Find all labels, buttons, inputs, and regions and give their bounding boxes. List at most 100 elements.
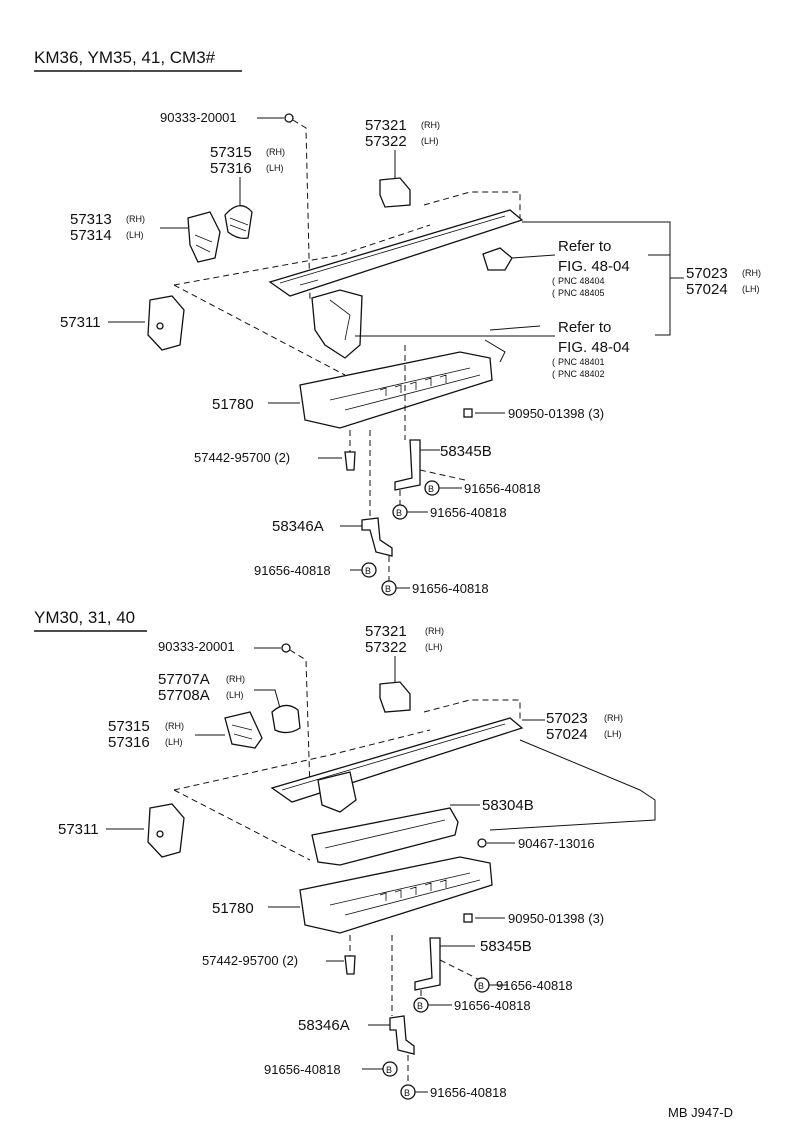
svg-text:(: ( <box>552 288 555 298</box>
section-1-title: KM36, YM35, 41, CM3# <box>34 48 216 67</box>
svg-text:(LH): (LH) <box>226 690 244 700</box>
pad-57707a-shape <box>271 704 301 734</box>
label-57322: 57322 <box>365 639 407 656</box>
svg-text:(RH): (RH) <box>126 214 145 224</box>
svg-text:B: B <box>417 1001 423 1011</box>
svg-text:(LH): (LH) <box>742 284 760 294</box>
label-57024: 57024 <box>686 281 728 298</box>
svg-text:(RH): (RH) <box>742 268 761 278</box>
label-57313: 57313 <box>70 211 112 228</box>
svg-text:B: B <box>386 1065 392 1075</box>
bracket-57321-shape <box>379 681 411 713</box>
svg-text:(RH): (RH) <box>604 713 623 723</box>
bracket-57321-shape <box>379 177 411 208</box>
bracket-57313-shape <box>187 211 221 263</box>
svg-text:(LH): (LH) <box>126 230 144 240</box>
nut-90950-shape <box>463 408 473 418</box>
refer-a-text: Refer to <box>558 238 611 255</box>
clip-90333-shape <box>284 113 294 123</box>
svg-text:(RH): (RH) <box>226 674 245 684</box>
bracket-58346a-shape <box>389 1015 415 1055</box>
label-57023: 57023 <box>546 710 588 727</box>
upright-panel-shape <box>311 289 363 359</box>
label-91656-d: 91656-40818 <box>430 1085 507 1100</box>
svg-text:(: ( <box>552 369 555 379</box>
label-57024: 57024 <box>546 726 588 743</box>
label-90467: 90467-13016 <box>518 836 595 851</box>
svg-text:B: B <box>428 484 434 494</box>
bracket-58345b-shape <box>394 439 421 491</box>
step-51780-shape <box>299 351 493 429</box>
label-57311: 57311 <box>60 314 101 331</box>
svg-text:(RH): (RH) <box>421 120 440 130</box>
svg-text:(LH): (LH) <box>604 729 622 739</box>
refer-a-fig: FIG. 48-04 <box>558 258 630 275</box>
label-91656-d: 91656-40818 <box>412 581 489 596</box>
label-58346a: 58346A <box>298 1017 350 1034</box>
label-91656-b: 91656-40818 <box>430 505 507 520</box>
clip-90333-shape <box>281 643 291 653</box>
svg-text:(LH): (LH) <box>266 163 284 173</box>
refer-a-pnc-2: PNC 48405 <box>558 288 605 298</box>
label-57708a: 57708A <box>158 687 210 704</box>
clip-57442-shape <box>344 955 356 975</box>
label-57023: 57023 <box>686 265 728 282</box>
clip-90467-shape <box>477 838 487 848</box>
svg-text:(RH): (RH) <box>165 721 184 731</box>
svg-text:B: B <box>396 508 402 518</box>
floor-outline-dashed <box>423 191 555 223</box>
label-91656-a: 91656-40818 <box>464 481 541 496</box>
panel-58304b-shape <box>311 807 459 866</box>
label-90333: 90333-20001 <box>160 110 237 125</box>
svg-text:(RH): (RH) <box>266 147 285 157</box>
clip-57442-shape <box>344 451 356 471</box>
svg-text:B: B <box>385 584 391 594</box>
label-57322: 57322 <box>365 133 407 150</box>
label-51780: 51780 <box>212 396 254 413</box>
refer-b-pnc-1: PNC 48401 <box>558 357 605 367</box>
refer-b-text: Refer to <box>558 319 611 336</box>
section-2-title: YM30, 31, 40 <box>34 608 135 627</box>
svg-text:(RH): (RH) <box>425 626 444 636</box>
bracket-57311-shape <box>147 803 185 858</box>
svg-text:B: B <box>365 566 371 576</box>
step-51780-shape <box>299 856 493 934</box>
label-91656-b: 91656-40818 <box>454 998 531 1013</box>
section-2: YM30, 31, 40 90333-20001 57321 (RH) 5732… <box>34 608 656 1100</box>
bracket-58346a-shape <box>361 517 393 557</box>
svg-text:(: ( <box>552 357 555 367</box>
pad-57315-shape <box>224 711 263 749</box>
label-90333: 90333-20001 <box>158 639 235 654</box>
bracket-refer-a-shape <box>482 247 513 271</box>
bracket-58345b-shape <box>414 937 441 991</box>
label-91656-a: 91656-40818 <box>496 978 573 993</box>
label-57442: 57442-95700 (2) <box>194 450 290 465</box>
svg-text:B: B <box>478 981 484 991</box>
side-member-shape <box>270 717 524 803</box>
svg-text:(: ( <box>552 276 555 286</box>
label-90950: 90950-01398 (3) <box>508 911 604 926</box>
label-91656-c: 91656-40818 <box>254 563 331 578</box>
diagram-code: MB J947-D <box>668 1105 733 1120</box>
svg-text:B: B <box>404 1088 410 1098</box>
label-57321: 57321 <box>365 117 407 134</box>
label-58346a: 58346A <box>272 518 324 535</box>
refer-b-pnc-2: PNC 48402 <box>558 369 605 379</box>
nut-90950-shape <box>463 913 473 923</box>
label-58345b: 58345B <box>440 443 492 460</box>
refer-b-fig: FIG. 48-04 <box>558 339 630 356</box>
label-57311: 57311 <box>58 821 99 838</box>
side-member-shape <box>268 209 524 297</box>
section-1: KM36, YM35, 41, CM3# 90333-20001 57321 (… <box>34 48 761 596</box>
svg-text:(LH): (LH) <box>421 136 439 146</box>
label-57707a: 57707A <box>158 671 210 688</box>
bracket-57311-shape <box>147 295 185 351</box>
svg-text:(LH): (LH) <box>425 642 443 652</box>
label-57315: 57315 <box>108 718 150 735</box>
label-57316: 57316 <box>210 160 252 177</box>
label-57321: 57321 <box>365 623 407 640</box>
label-91656-c: 91656-40818 <box>264 1062 341 1077</box>
label-51780: 51780 <box>212 900 254 917</box>
